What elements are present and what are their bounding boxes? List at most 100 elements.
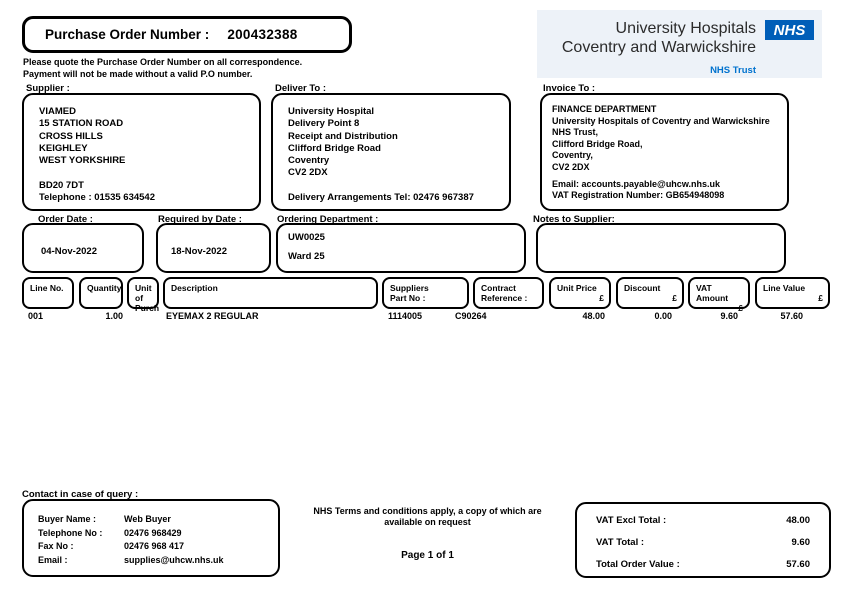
col-header-label: Suppliers [390,283,429,293]
required-by-date-box: 18-Nov-2022 [156,223,271,273]
supplier-line: 15 STATION ROAD [39,118,124,130]
correspondence-note-line2: Payment will not be made without a valid… [23,68,253,79]
invoice-email: Email: accounts.payable@uhcw.nhs.uk [552,178,720,189]
required-by-date-value: 18-Nov-2022 [171,246,227,257]
col-header-label: Part No : [390,293,426,303]
col-header-suppliers-part-no: Suppliers Part No : [382,277,469,309]
vat-registration-number: VAT Registration Number: GB654948098 [552,190,725,201]
vat-total-value: 9.60 [791,537,811,548]
supplier-box: VIAMED 15 STATION ROAD CROSS HILLS KEIGH… [22,93,261,211]
col-header-unit-of-purch: Unit of Purch [127,277,159,313]
invoice-line: Clifford Bridge Road, [552,138,643,149]
fax-value: 02476 968 417 [124,541,185,551]
col-header-vat-amount: VAT Amount £ [688,277,750,313]
correspondence-note: Please quote the Purchase Order Number o… [23,57,302,80]
deliver-to-label: Deliver To : [275,83,327,94]
col-header-contract-reference: Contract Reference : [473,277,544,309]
supplier-line: WEST YORKSHIRE [39,155,126,167]
nhs-trust-label: NHS Trust [710,65,756,76]
trust-name: University Hospitals Coventry and Warwic… [562,19,756,80]
col-header-label: Quantity [87,283,122,293]
nhs-brand-panel: University Hospitals Coventry and Warwic… [537,10,822,78]
row-contract-reference: C90264 [455,311,487,321]
email-value: supplies@uhcw.nhs.uk [124,554,224,565]
invoice-to-box: FINANCE DEPARTMENT University Hospitals … [540,93,789,211]
col-header-label: Contract [481,283,516,293]
row-quantity: 1.00 [105,311,123,321]
col-header-unit-price: Unit Price £ [549,277,611,309]
po-number-value: 200432388 [227,27,298,42]
telephone-value: 02476 968429 [124,527,182,538]
supplier-label: Supplier : [26,83,70,94]
col-header-line-value: Line Value £ [755,277,830,309]
deliver-line: Coventry [288,155,330,167]
invoice-line: FINANCE DEPARTMENT [552,104,657,114]
order-date-label: Order Date : [38,214,93,225]
deliver-line: Clifford Bridge Road [288,142,381,154]
row-suppliers-part-no: 1114005 [388,311,423,321]
deliver-line: CV2 2DX [288,167,328,179]
deliver-line [288,180,504,192]
col-header-quantity: Quantity [79,277,123,309]
col-header-label: Unit of [135,283,152,303]
fax-label: Fax No : [38,541,74,551]
col-header-label: VAT Amount [696,283,729,303]
currency-symbol: £ [818,293,823,303]
order-date-value: 04-Nov-2022 [41,246,97,257]
supplier-line: KEIGHLEY [39,142,88,154]
ordering-department-box: UW0025 Ward 25 [276,223,526,273]
row-line-value: 57.60 [780,311,803,321]
invoice-to-label: Invoice To : [543,83,596,94]
total-order-value-value: 57.60 [786,559,810,570]
po-number-box: Purchase Order Number : 200432388 [22,16,352,53]
notes-to-supplier-label: Notes to Supplier: [533,214,615,225]
nhs-logo: NHS [765,20,814,40]
buyer-name-value: Web Buyer [124,514,171,524]
correspondence-note-line1: Please quote the Purchase Order Number o… [23,57,303,67]
buyer-name-label: Buyer Name : [38,514,97,524]
invoice-line: Coventry, [552,150,593,161]
supplier-line: VIAMED [39,106,76,117]
trust-name-line1: University Hospitals [615,20,756,37]
vat-excl-total-value: 48.00 [786,515,810,526]
col-header-label: Reference : [481,293,528,303]
deliver-line: Receipt and Distribution [288,130,398,142]
vat-total-label: VAT Total : [596,537,645,548]
col-header-label: Description [171,283,218,293]
currency-symbol: £ [599,293,604,303]
invoice-line: University Hospitals of Coventry and War… [552,115,770,126]
row-vat-amount: 9.60 [720,311,738,321]
ordering-department-name: Ward 25 [288,251,325,262]
notes-to-supplier-box [536,223,786,273]
col-header-label: Discount [624,283,661,293]
required-by-date-label: Required by Date : [158,214,242,225]
col-header-line-no: Line No. [22,277,74,309]
currency-symbol: £ [738,303,743,313]
contact-query-label: Contact in case of query : [22,489,139,500]
col-header-discount: Discount £ [616,277,684,309]
deliver-to-box: University Hospital Delivery Point 8 Rec… [271,93,511,211]
invoice-line: CV2 2DX [552,161,590,172]
row-discount: 0.00 [654,311,672,321]
page-number: Page 1 of 1 [401,550,454,561]
trust-name-line2: Coventry and Warwickshire [561,39,756,56]
row-unit-price: 48.00 [582,311,605,321]
ordering-department-label: Ordering Department : [277,214,379,225]
supplier-line: Telephone : 01535 634542 [39,192,155,204]
col-header-label: Line Value [763,283,806,293]
col-header-label: Purch [135,303,160,313]
contact-box: Buyer Name : Web Buyer Telephone No : 02… [22,499,280,577]
deliver-line: University Hospital [288,106,375,117]
order-date-box: 04-Nov-2022 [22,223,144,273]
col-header-label: Unit Price [557,283,597,293]
supplier-line: BD20 7DT [39,179,84,191]
deliver-line: Delivery Arrangements Tel: 02476 967387 [288,192,474,204]
totals-box: VAT Excl Total : 48.00 VAT Total : 9.60 … [575,502,831,578]
invoice-line: NHS Trust, [552,127,599,138]
terms-and-conditions-text: NHS Terms and conditions apply, a copy o… [313,506,542,527]
supplier-line [39,167,254,179]
col-header-description: Description [163,277,378,309]
ordering-department-code: UW0025 [288,232,325,243]
deliver-line: Delivery Point 8 [288,118,360,130]
